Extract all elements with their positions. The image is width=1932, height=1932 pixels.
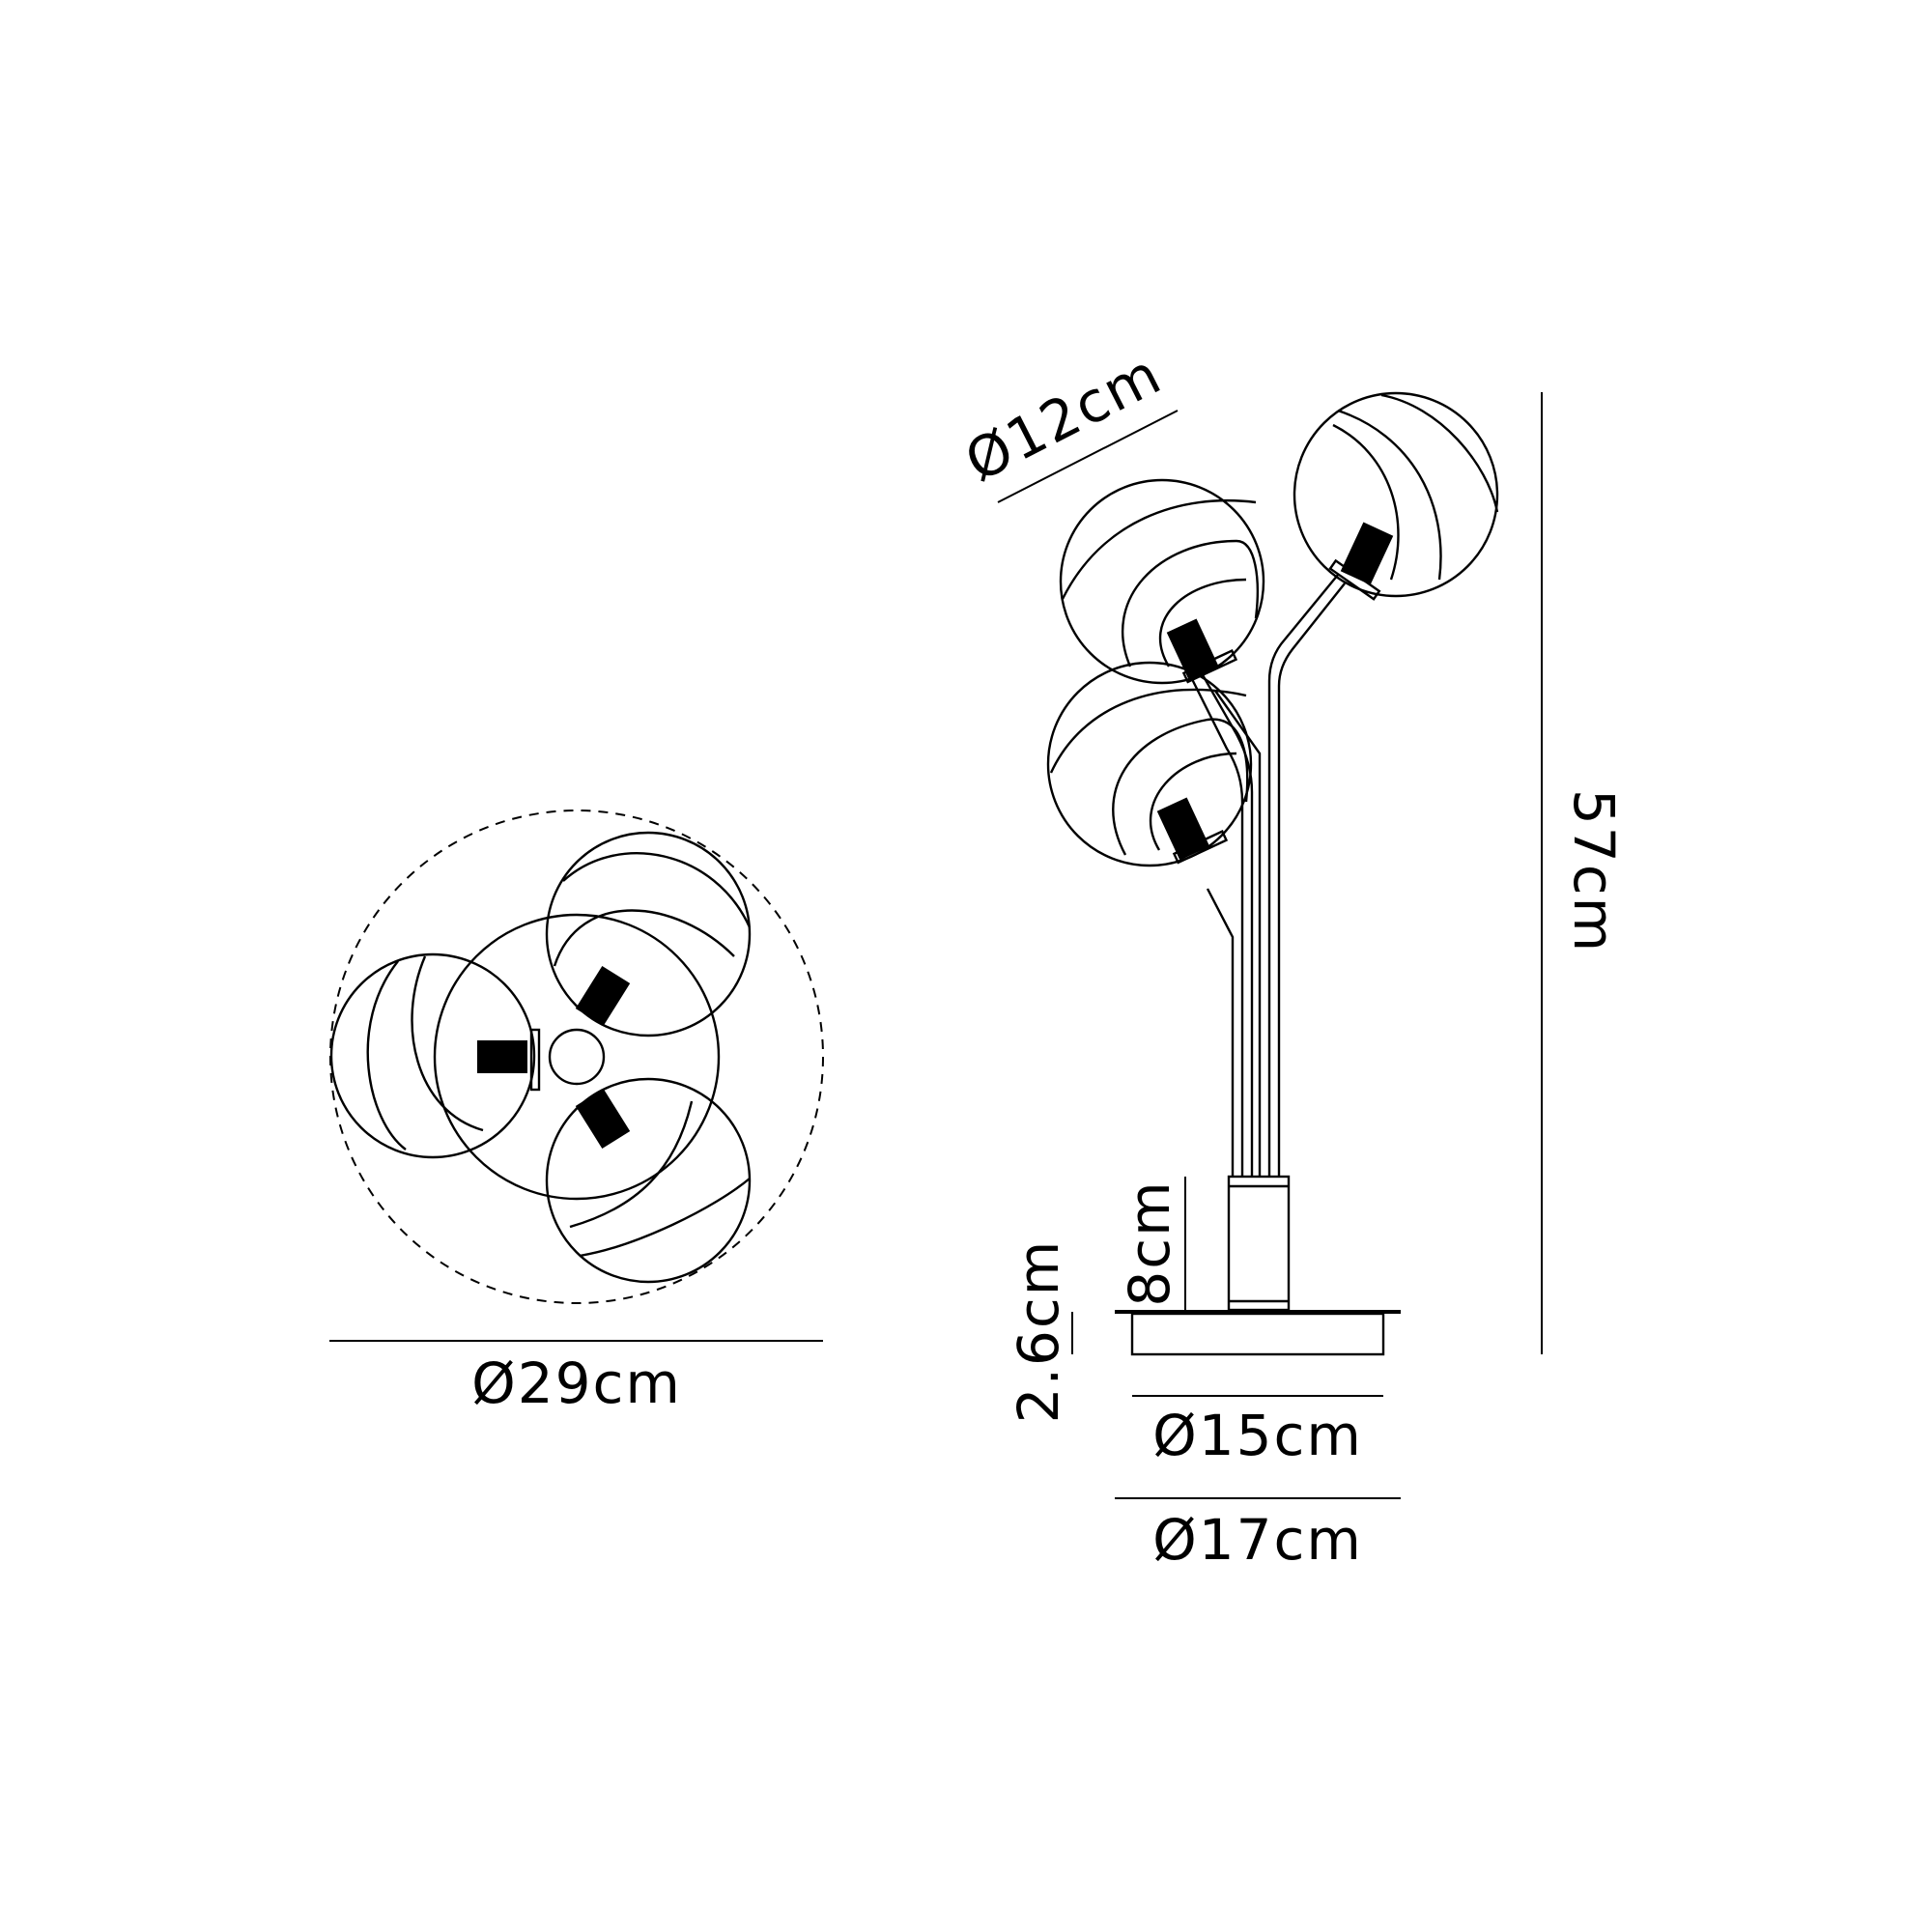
side-view: Ø12cm 57cm 8cm 2.6cm Ø15cm Ø17cm <box>954 340 1627 1573</box>
globe-top-3 <box>545 1077 752 1284</box>
socket-icon <box>1340 522 1394 585</box>
stem <box>1267 574 1339 1177</box>
overall-diameter-label: Ø29cm <box>471 1350 682 1416</box>
column-height-label: 8cm <box>1117 1179 1182 1306</box>
globe-top-1 <box>545 831 752 1037</box>
socket-icon <box>477 1040 527 1073</box>
globe-top-center <box>433 913 721 1201</box>
globe-upper-right <box>1293 391 1499 598</box>
overall-footprint-circle <box>329 810 824 1304</box>
top-view: Ø29cm <box>329 810 824 1416</box>
globe-diameter-line <box>997 410 1179 503</box>
socket-icon <box>575 965 631 1027</box>
center-hub <box>548 1028 606 1086</box>
socket-icon <box>1166 618 1220 682</box>
height-label: 57cm <box>1561 789 1627 953</box>
socket-icon <box>575 1088 631 1150</box>
globe-top-2 <box>329 952 536 1159</box>
base-thickness-label: 2.6cm <box>1006 1239 1071 1424</box>
base-outer-diameter-label: Ø17cm <box>1152 1507 1363 1573</box>
base-inner-diameter-label: Ø15cm <box>1152 1403 1363 1468</box>
base-column <box>1227 1175 1291 1312</box>
globe-upper-left <box>1059 478 1265 685</box>
globe-diameter-label: Ø12cm <box>954 340 1172 494</box>
base-plate <box>1130 1312 1385 1356</box>
globe-lower-left <box>1046 661 1253 867</box>
